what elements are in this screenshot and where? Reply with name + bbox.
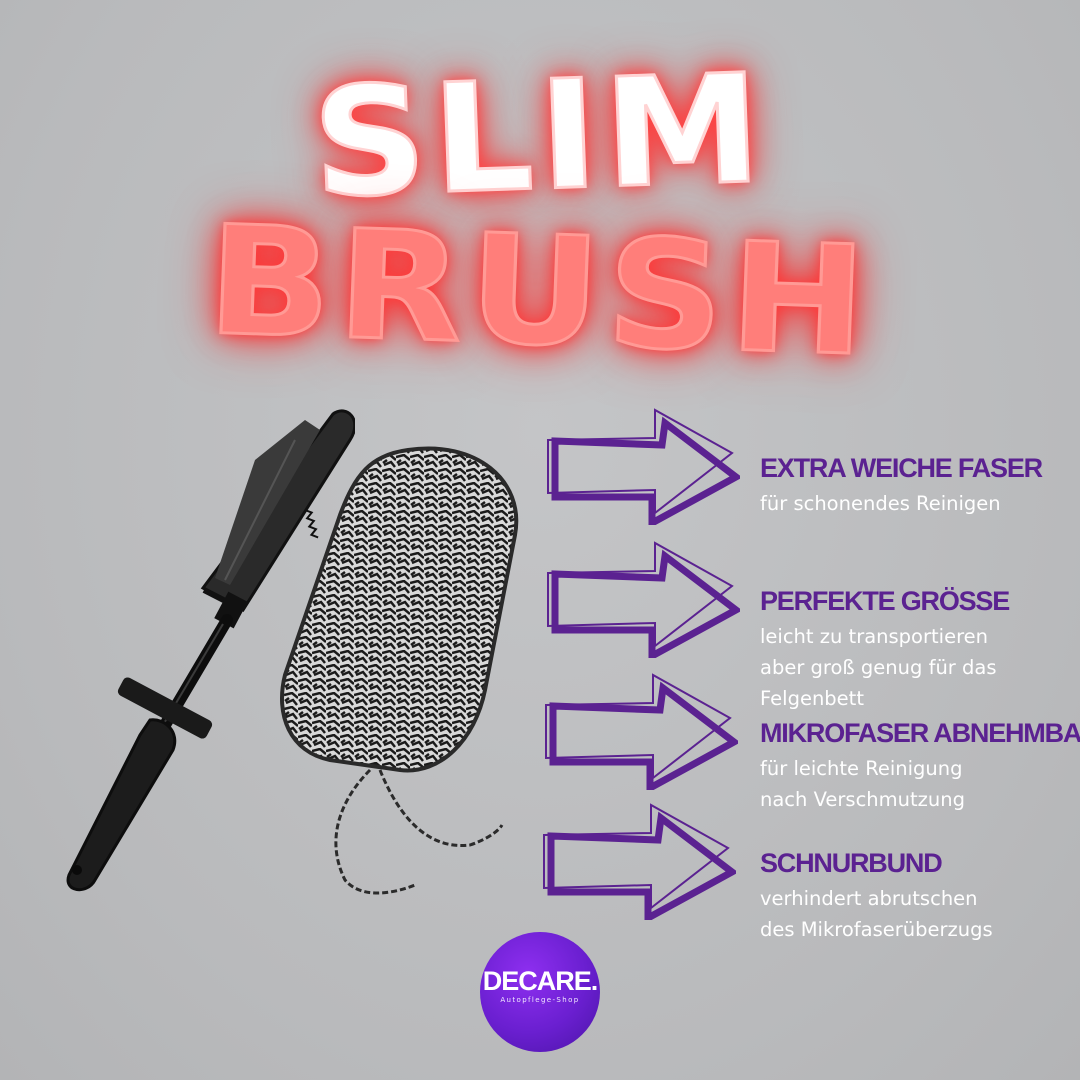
arrow-icon: [538, 670, 738, 790]
feature-removable-microfiber: MIKROFASER ABNEHMBAR für leichte Reinigu…: [760, 717, 1080, 815]
decare-logo: DECARE. Autopflege-Shop: [480, 932, 600, 1052]
feature-drawstring: SCHNURBUND verhindert abrutschen des Mik…: [760, 847, 1075, 945]
feature-description: leicht zu transportieren aber groß genug…: [760, 625, 997, 710]
feature-description: für schonendes Reinigen: [760, 492, 1001, 515]
feature-heading: EXTRA WEICHE FASER: [760, 453, 1043, 483]
arrow-icon: [536, 800, 736, 920]
feature-heading: SCHNURBUND: [760, 848, 943, 878]
handle-image: [66, 409, 355, 891]
feature-perfect-size: PERFEKTE GRÖSSE leicht zu transportieren…: [760, 585, 1075, 714]
title-brush: BRUSH: [203, 193, 877, 391]
feature-description: verhindert abrutschen des Mikrofaserüber…: [760, 887, 993, 941]
microfiber-cover-image: [280, 446, 519, 895]
arrow-icon: [540, 405, 740, 525]
feature-heading: PERFEKTE GRÖSSE: [760, 586, 1010, 616]
logo-brand: DECARE.: [482, 966, 599, 996]
arrow-icon: [540, 538, 740, 658]
feature-heading: MIKROFASER ABNEHMBAR: [760, 718, 1080, 748]
logo-tagline: Autopflege-Shop: [500, 996, 580, 1004]
feature-soft-fiber: EXTRA WEICHE FASER für schonendes Reinig…: [760, 452, 1075, 519]
feature-description: für leichte Reinigung nach Verschmutzung: [760, 757, 965, 811]
